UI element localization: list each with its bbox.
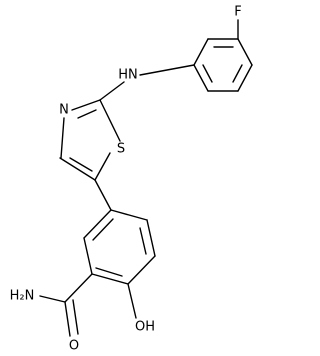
bond-c-o-double-second [72, 299, 79, 335]
atom-label-carbonyl-o: O [69, 339, 79, 354]
bond-thiazole-benzene [94, 179, 112, 211]
bond [99, 99, 121, 142]
bond [146, 219, 156, 257]
bond-c-oh [127, 283, 137, 319]
bond [237, 38, 253, 66]
bond-ring-nh [139, 64, 195, 76]
bond [110, 209, 148, 221]
bond-nh-thiazole [99, 81, 125, 101]
double-bond-inner [92, 218, 114, 241]
fluorophenyl-ring [193, 19, 253, 92]
atom-label-amide-nh2: H₂N [10, 289, 35, 304]
double-bond-inner [69, 157, 93, 172]
atom-label-thiazole-n: N [59, 103, 69, 118]
bond-carbonyl-n [39, 295, 66, 303]
double-bond-inner [77, 109, 97, 119]
bond-c-o-double [64, 301, 71, 337]
bond [83, 209, 112, 239]
atom-label-thiazole-s: S [117, 142, 125, 157]
chemical-structure-diagram: F HN N S H₂N O OH [10, 5, 253, 354]
bond [91, 273, 129, 285]
bond [60, 117, 65, 159]
bond [71, 99, 101, 111]
double-bond-inner [232, 64, 243, 83]
atom-label-hydroxyl: OH [135, 320, 155, 335]
atom-label-amine-nh: HN [118, 68, 138, 83]
bond-ring-carbonyl [64, 273, 93, 303]
bond [94, 152, 111, 181]
bond [193, 64, 209, 92]
double-bond-inner [95, 267, 123, 277]
bond [83, 237, 93, 275]
atom-label-fluorine: F [234, 5, 241, 20]
bond [59, 157, 96, 181]
double-bond-inner [139, 227, 147, 255]
double-bond-inner [202, 64, 213, 83]
thiazole-ring [59, 99, 121, 181]
benzamide-ring [83, 209, 156, 285]
bond [193, 38, 209, 66]
bond [127, 255, 156, 285]
bond [237, 64, 253, 92]
